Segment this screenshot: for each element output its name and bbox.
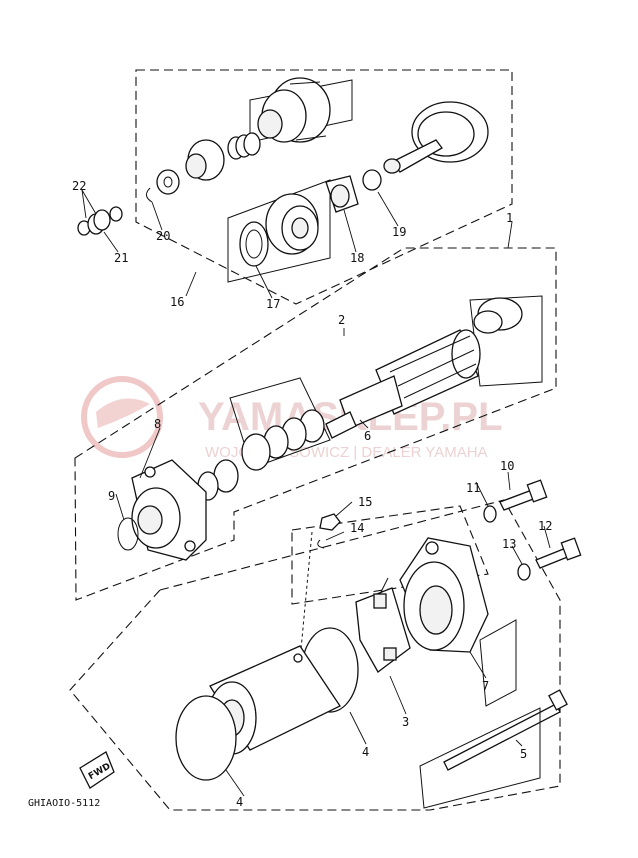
callout-7: 7 (482, 679, 489, 693)
callout-15: 15 (358, 495, 372, 509)
callout-labels: 1 2 3 4 4 5 6 7 8 9 10 11 12 13 14 15 16… (72, 179, 552, 809)
yoke-group (175, 627, 568, 809)
rear-group (355, 537, 517, 707)
callout-19: 19 (392, 225, 406, 239)
snap-ring-19 (362, 169, 382, 191)
callout-11: 11 (466, 481, 480, 495)
washer-13 (517, 563, 531, 581)
callout-22: 22 (72, 179, 86, 193)
callout-18: 18 (350, 251, 364, 265)
rear-cover-7 (399, 537, 489, 653)
bolt-10 (499, 479, 548, 511)
callout-5: 5 (520, 747, 527, 761)
callout-21: 21 (114, 251, 128, 265)
callout-16: 16 (170, 295, 184, 309)
armature-group (117, 295, 543, 561)
retainer-18 (325, 175, 359, 213)
circlip-20 (146, 187, 153, 203)
pinion-gear (257, 77, 331, 143)
brush-plate-washer (241, 433, 271, 471)
assembly-boundaries (69, 69, 561, 811)
callout-4b: 4 (362, 745, 369, 759)
callout-9: 9 (108, 489, 115, 503)
nut-group-boundary (291, 505, 489, 605)
callout-2: 2 (338, 313, 345, 327)
yoke-assembly-boundary (69, 499, 561, 811)
fwd-marker: FWD (79, 751, 115, 789)
watermark-logo-mark (96, 398, 150, 428)
fwd-arrow-icon (79, 751, 115, 789)
callout-8: 8 (154, 417, 161, 431)
callout-20: 20 (156, 229, 170, 243)
through-bolt-5 (443, 689, 568, 771)
armature-shaft (325, 411, 357, 439)
clutch-shaft-assembly (383, 101, 489, 174)
front-cover-8 (131, 459, 207, 561)
callout-14: 14 (350, 521, 364, 535)
spring-21 (77, 206, 123, 236)
collar (185, 139, 225, 181)
callout-12: 12 (538, 519, 552, 533)
callout-13: 13 (502, 537, 516, 551)
pinion-clutch-assembly (77, 77, 489, 283)
callout-10: 10 (500, 459, 514, 473)
callout-1: 1 (506, 211, 513, 225)
through-bolt-panel (419, 707, 541, 809)
callout-17: 17 (266, 297, 280, 311)
armature (325, 297, 523, 439)
watermark-logo-ring (81, 376, 163, 458)
brush-holder-3 (355, 577, 411, 673)
spring-upper (227, 132, 261, 160)
nut-15 (319, 513, 341, 531)
callout-4a: 4 (236, 795, 243, 809)
o-ring-4a (175, 695, 237, 781)
washer-11 (483, 505, 497, 523)
callout-6: 6 (364, 429, 371, 443)
bolt-12 (535, 537, 582, 569)
roller-bearing-17 (239, 221, 269, 267)
rear-cover-panel (479, 619, 517, 707)
leader-lines (81, 189, 551, 797)
armature-assembly-boundary (74, 247, 557, 601)
pinion-assembly-boundary (135, 69, 513, 305)
pinion-housing-bearing (265, 193, 319, 255)
o-ring-9 (117, 517, 139, 551)
lock-washer-14 (317, 539, 325, 549)
diagram-code: GHIAOIO-5112 (28, 798, 100, 809)
callout-3: 3 (402, 715, 409, 729)
fasteners (299, 479, 582, 661)
washer-small (156, 169, 180, 195)
bearing-panel (227, 179, 331, 283)
